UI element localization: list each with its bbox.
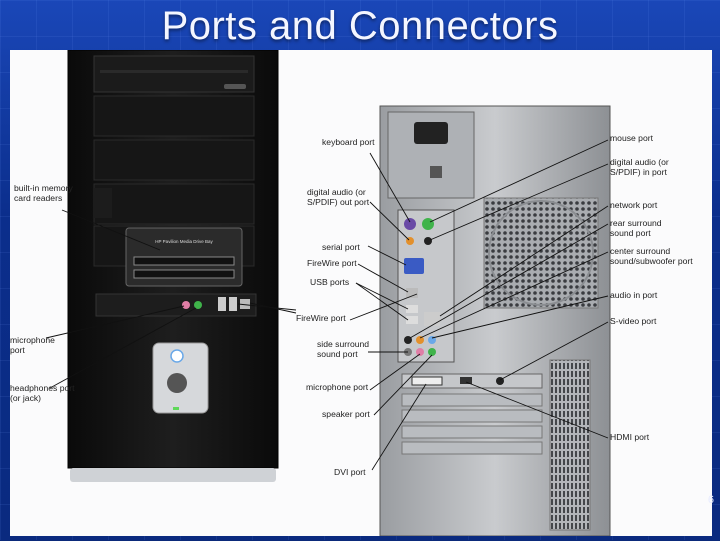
label-audio-in-port: audio in port	[610, 290, 658, 300]
front-headphones-port[interactable]	[194, 301, 202, 309]
label-front-firewire-port: FireWire port	[296, 313, 346, 323]
label-rear-surround-sound-port: rear surround sound port	[610, 218, 662, 238]
label-side-surround-sound-port: side surround sound port	[317, 339, 370, 359]
card-reader-brand-text: HP Pavilion Media Drive Bay	[155, 239, 213, 244]
label-built-in-memory-card-readers: built-in memory card readers	[14, 183, 73, 203]
front-tower: HP Pavilion Media Drive Bay	[67, 49, 279, 482]
back-case	[379, 105, 611, 537]
center-subwoofer-port[interactable]	[416, 336, 424, 344]
label-usb-ports: USB ports	[310, 277, 350, 287]
label-speaker-port: speaker port	[322, 409, 370, 419]
label-center-surround-subwoofer-port: center surround sound/subwoofer port	[610, 246, 693, 266]
front-usb-port-2[interactable]	[229, 297, 237, 311]
label-s-video-port: S-video port	[610, 316, 657, 326]
speaker-port[interactable]	[428, 348, 436, 356]
label-network-port: network port	[610, 200, 658, 210]
hp-logo-icon	[167, 373, 187, 393]
slide-title: Ports and Connectors	[161, 4, 559, 48]
usb-port-2[interactable]	[406, 316, 418, 324]
keyboard-port[interactable]	[404, 218, 416, 230]
page-number: 6	[707, 494, 714, 506]
audio-in-port[interactable]	[428, 336, 436, 344]
front-firewire-port[interactable]	[240, 299, 250, 309]
usb-port-1[interactable]	[406, 305, 418, 313]
label-front-microphone-port: microphone port	[10, 335, 55, 355]
label-mouse-port: mouse port	[610, 133, 653, 143]
power-button-panel	[152, 342, 209, 414]
label-hdmi-port: HDMI port	[610, 432, 650, 442]
label-back-firewire-port: FireWire port	[307, 258, 357, 268]
label-back-microphone-port: microphone port	[306, 382, 369, 392]
dvi-port[interactable]	[411, 376, 443, 386]
serial-port[interactable]	[404, 258, 424, 274]
spdif-in-port[interactable]	[424, 237, 432, 245]
power-socket[interactable]	[414, 122, 448, 144]
mouse-port[interactable]	[422, 218, 434, 230]
front-usb-port-1[interactable]	[218, 297, 226, 311]
power-button[interactable]	[170, 349, 184, 363]
label-dvi-port: DVI port	[334, 467, 366, 477]
network-port[interactable]	[424, 312, 440, 326]
hdmi-port[interactable]	[460, 377, 472, 384]
front-microphone-port[interactable]	[182, 301, 190, 309]
firewire-port[interactable]	[406, 288, 418, 298]
label-serial-port: serial port	[322, 242, 360, 252]
label-digital-audio-in-port: digital audio (or S/PDIF) in port	[610, 157, 669, 177]
leader-lines	[45, 139, 609, 471]
label-digital-audio-out-port: digital audio (or S/PDIF) out port	[307, 187, 370, 207]
ports-diagram: HP Pavilion Media Drive Bay	[45, 49, 611, 537]
label-front-headphones-port: headphones port (or jack)	[10, 383, 75, 403]
ports-photo: HP Pavilion Media Drive Bay	[10, 49, 712, 537]
memory-card-reader: HP Pavilion Media Drive Bay	[125, 227, 243, 287]
back-microphone-port[interactable]	[416, 348, 424, 356]
label-keyboard-port: keyboard port	[322, 137, 375, 147]
